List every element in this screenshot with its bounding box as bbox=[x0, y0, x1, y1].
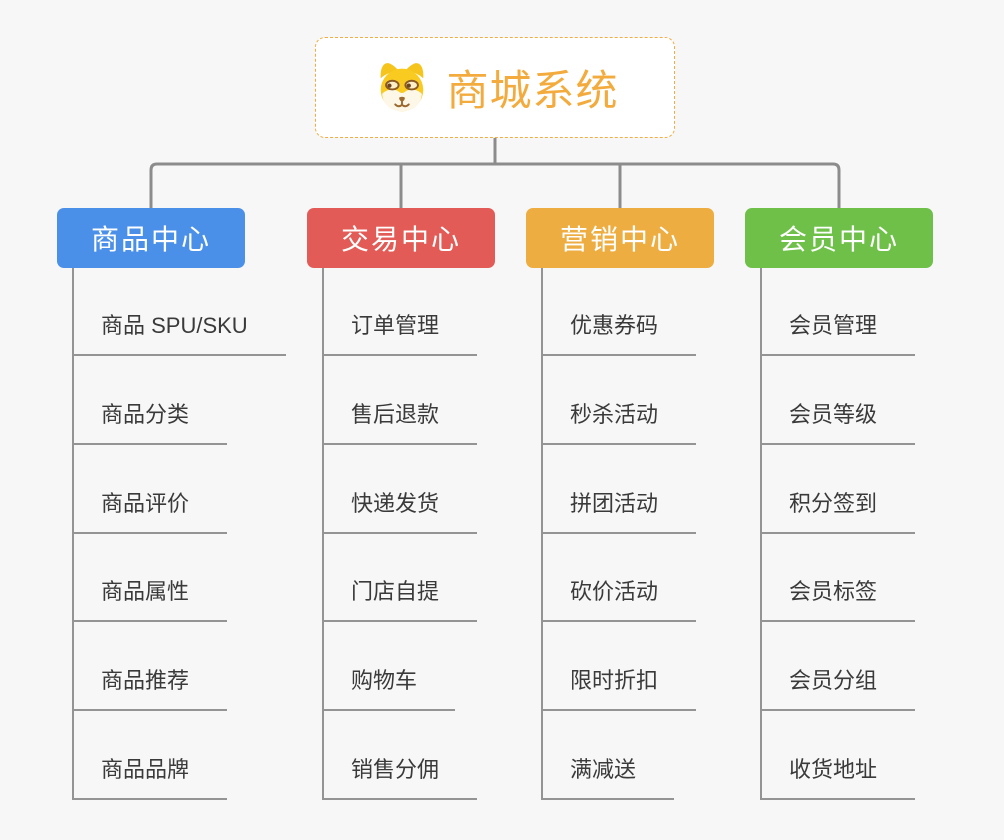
child-topic[interactable]: 会员标签 bbox=[760, 576, 916, 622]
branch-spine-3 bbox=[541, 268, 543, 800]
child-topic[interactable]: 满减送 bbox=[541, 754, 675, 800]
branch-node-3[interactable]: 营销中心 bbox=[526, 208, 714, 268]
dog-mascot-icon bbox=[381, 62, 424, 111]
branch-spine-1 bbox=[72, 268, 74, 800]
child-topic[interactable]: 会员等级 bbox=[760, 399, 916, 445]
child-topic[interactable]: 积分签到 bbox=[760, 488, 916, 534]
branch-node-4[interactable]: 会员中心 bbox=[745, 208, 933, 268]
branch-node-2[interactable]: 交易中心 bbox=[307, 208, 495, 268]
child-topic[interactable]: 会员分组 bbox=[760, 665, 916, 711]
child-topic[interactable]: 商品推荐 bbox=[72, 665, 228, 711]
child-topic[interactable]: 收货地址 bbox=[760, 754, 916, 800]
child-topic[interactable]: 订单管理 bbox=[322, 310, 478, 356]
branch-spine-4 bbox=[760, 268, 762, 800]
child-topic[interactable]: 拼团活动 bbox=[541, 488, 697, 534]
branch-spine-2 bbox=[322, 268, 324, 800]
child-topic[interactable]: 购物车 bbox=[322, 665, 456, 711]
child-topic[interactable]: 优惠券码 bbox=[541, 310, 697, 356]
child-topic[interactable]: 商品分类 bbox=[72, 399, 228, 445]
child-topic[interactable]: 会员管理 bbox=[760, 310, 916, 356]
child-topic[interactable]: 商品 SPU/SKU bbox=[72, 310, 286, 356]
child-topic[interactable]: 商品属性 bbox=[72, 576, 228, 622]
child-topic[interactable]: 门店自提 bbox=[322, 576, 478, 622]
child-topic[interactable]: 售后退款 bbox=[322, 399, 478, 445]
root-node[interactable]: 商城系统 bbox=[315, 37, 675, 138]
child-topic[interactable]: 销售分佣 bbox=[322, 754, 478, 800]
root-title: 商城系统 bbox=[446, 67, 619, 114]
child-topic[interactable]: 快递发货 bbox=[322, 488, 478, 534]
child-topic[interactable]: 砍价活动 bbox=[541, 576, 697, 622]
child-topic[interactable]: 商品品牌 bbox=[72, 754, 228, 800]
child-topic[interactable]: 商品评价 bbox=[72, 488, 228, 534]
child-topic[interactable]: 限时折扣 bbox=[541, 665, 697, 711]
child-topic[interactable]: 秒杀活动 bbox=[541, 399, 697, 445]
branch-node-1[interactable]: 商品中心 bbox=[57, 208, 245, 268]
